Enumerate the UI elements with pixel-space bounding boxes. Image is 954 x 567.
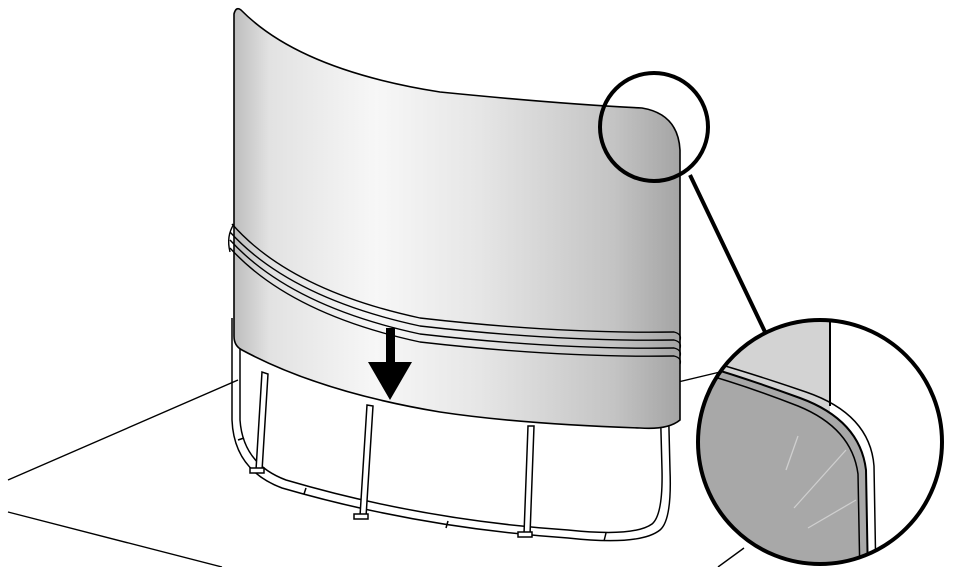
frame-leg-2	[359, 404, 374, 518]
floor-edge-left-upper	[7, 379, 239, 481]
floor-edge-right	[677, 371, 721, 383]
cover-panel-body	[233, 7, 681, 430]
rail-joint-1	[237, 437, 245, 441]
detail-view-border	[696, 318, 944, 566]
detail-panel-corner	[698, 360, 870, 564]
panel-bands	[227, 223, 682, 365]
rail-joint-3	[445, 520, 449, 529]
frame-leg-3	[523, 425, 535, 536]
floor-surface	[7, 371, 745, 567]
detail-view	[696, 318, 944, 566]
floor-edge-left-lower	[7, 511, 223, 567]
panel-band-2	[229, 231, 682, 349]
panel-band-left-cap	[227, 223, 235, 253]
panel-band-1	[231, 223, 682, 341]
detail-scratches	[785, 435, 857, 529]
frame-bottom-rail-outer	[231, 318, 672, 542]
frame-foot-3	[517, 531, 533, 538]
frame-foot-2	[353, 513, 369, 520]
frame	[231, 318, 672, 542]
detail-trim-1	[698, 369, 861, 564]
frame-foot-1	[249, 467, 265, 474]
floor-edge-bottom-right	[717, 547, 745, 567]
rail-joint-4	[603, 532, 607, 542]
magnifier-circle-icon	[598, 71, 710, 183]
rail-joint-2	[303, 487, 307, 495]
down-arrow-icon	[368, 328, 412, 400]
detail-leader-line	[688, 174, 768, 335]
panel-band-3	[229, 239, 682, 357]
frame-leg-1	[255, 370, 269, 472]
frame-bottom-rail-inner	[239, 320, 663, 534]
cover-panel	[227, 7, 682, 430]
panel-band-4	[229, 247, 682, 365]
